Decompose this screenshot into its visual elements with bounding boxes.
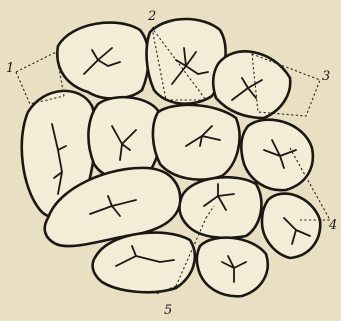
label-4: 4 bbox=[328, 218, 337, 233]
cell-top-right bbox=[213, 51, 290, 118]
cell-bottom-left bbox=[93, 233, 195, 293]
label-3: 3 bbox=[322, 69, 330, 84]
label-1: 1 bbox=[6, 61, 14, 76]
cell-top-left bbox=[57, 23, 148, 99]
label-5: 5 bbox=[164, 303, 172, 318]
label-2: 2 bbox=[147, 9, 156, 24]
cell-lower-middle bbox=[180, 177, 262, 238]
cell-center bbox=[153, 105, 240, 180]
